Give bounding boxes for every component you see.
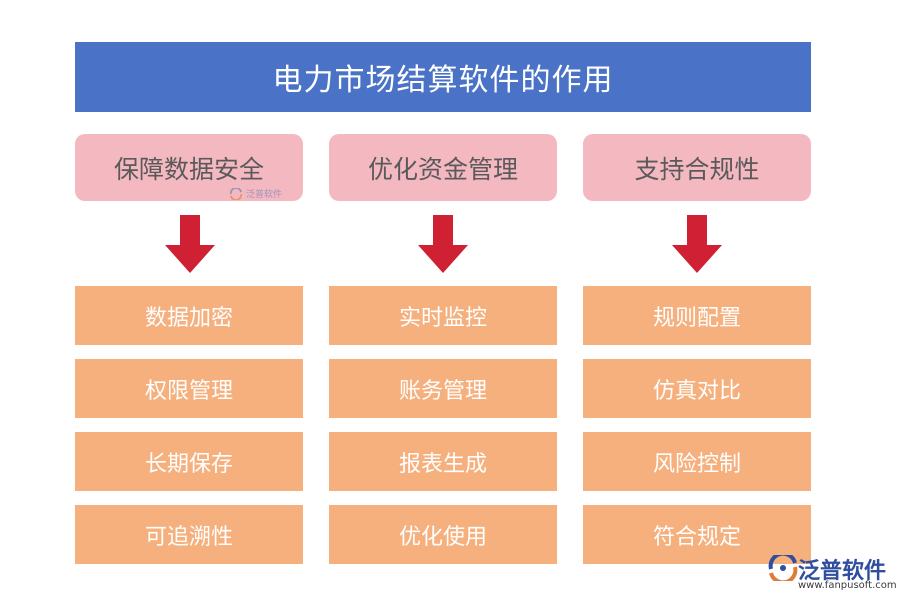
watermark-text: 泛普软件 <box>246 190 283 200</box>
category-label-3: 支持合规性 <box>634 154 760 184</box>
item-label: 风险控制 <box>652 451 741 477</box>
item-box: 可追溯性 <box>75 505 303 564</box>
category-label-2: 优化资金管理 <box>367 154 518 184</box>
item-box: 规则配置 <box>583 286 811 345</box>
item-label: 可追溯性 <box>144 524 233 550</box>
item-label: 仿真对比 <box>652 378 741 404</box>
item-label: 符合规定 <box>652 524 741 550</box>
arrow-down-icon <box>418 215 468 273</box>
item-box: 风险控制 <box>583 432 811 491</box>
category-box-2: 优化资金管理 <box>329 134 557 201</box>
brand-logo: 泛普软件 www.fanpusoft.com <box>768 553 897 595</box>
item-label: 报表生成 <box>398 451 487 477</box>
category-box-3: 支持合规性 <box>583 134 811 201</box>
item-box: 权限管理 <box>75 359 303 418</box>
item-box: 长期保存 <box>75 432 303 491</box>
item-box: 优化使用 <box>329 505 557 564</box>
item-box: 报表生成 <box>329 432 557 491</box>
item-label: 权限管理 <box>144 378 233 404</box>
fanpu-logo-icon <box>768 555 798 581</box>
item-label: 长期保存 <box>144 451 233 477</box>
logo-url: www.fanpusoft.com <box>798 580 897 591</box>
logo-name: 泛普软件 <box>798 559 887 584</box>
fanpu-logo-icon <box>229 187 243 200</box>
item-label: 规则配置 <box>652 305 741 331</box>
item-box: 数据加密 <box>75 286 303 345</box>
item-box: 账务管理 <box>329 359 557 418</box>
item-label: 优化使用 <box>398 524 487 550</box>
item-box: 仿真对比 <box>583 359 811 418</box>
watermark: 泛普软件 <box>229 187 282 200</box>
diagram-title-bar: 电力市场结算软件的作用 <box>75 42 811 112</box>
item-box: 符合规定 <box>583 505 811 564</box>
arrow-down-icon <box>672 215 722 273</box>
item-label: 实时监控 <box>398 305 487 331</box>
item-label: 数据加密 <box>144 305 233 331</box>
category-box-1: 保障数据安全 <box>75 134 303 201</box>
category-label-1: 保障数据安全 <box>113 154 264 184</box>
arrow-down-icon <box>165 215 215 273</box>
item-label: 账务管理 <box>398 378 487 404</box>
diagram-title: 电力市场结算软件的作用 <box>272 63 614 98</box>
item-box: 实时监控 <box>329 286 557 345</box>
